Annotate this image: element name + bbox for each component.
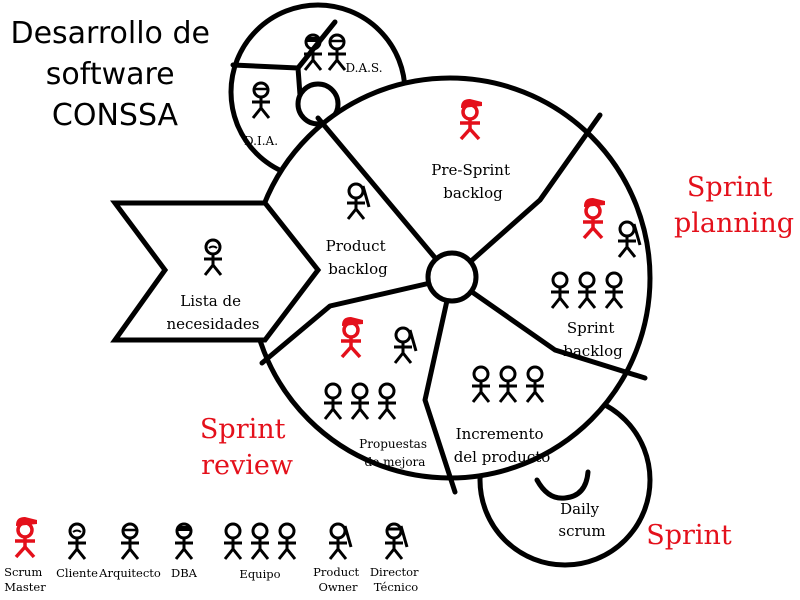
legend-cliente-icon	[68, 524, 86, 559]
roles-legend: Scrum Master Cliente Arquitecto DBA Equi…	[4, 515, 422, 594]
legend-director-tecnico-label: Director Técnico	[370, 565, 422, 594]
meeting-circle-dividers	[230, 19, 338, 98]
daily-scrum-label: Daily scrum	[558, 500, 605, 540]
divider-increment-improvements	[422, 275, 458, 495]
legend-equipo-icon	[276, 522, 298, 561]
divider-pb-presprint	[315, 115, 455, 281]
divider-improvements-pb	[259, 275, 455, 366]
legend-scrum-master-label: Scrum Master	[4, 565, 46, 594]
legend-cliente-label: Cliente	[56, 566, 98, 580]
legend-arquitecto-icon	[121, 524, 139, 559]
needs-list-label: Lista de necesidades	[166, 292, 259, 333]
legend-product-owner-label: Product Owner	[313, 565, 363, 594]
legend-equipo-icon	[222, 522, 244, 561]
pre-sprint-backlog-label: Pre-Sprint backlog	[431, 161, 515, 202]
das-label: D.A.S.	[345, 61, 382, 75]
increment-label: Incremento del producto	[454, 425, 551, 466]
daily-scrum-loop	[534, 469, 591, 501]
product-backlog-label: Product backlog	[326, 237, 391, 278]
legend-scrum-master-icon	[13, 515, 39, 559]
diagram-title: Desarrollo de software CONSSA	[10, 16, 219, 133]
legend-dba-label: DBA	[171, 566, 198, 580]
divider-sprintbacklog-increment	[449, 275, 648, 381]
sprint-label: Sprint	[646, 520, 732, 551]
improvements-label: Propuestas de mejora	[359, 437, 431, 469]
sprint-review-label: Sprint review	[200, 414, 294, 481]
legend-product-owner-icon	[329, 524, 351, 559]
dia-label: D.I.A.	[244, 134, 278, 148]
meeting-hub	[295, 81, 341, 127]
legend-arquitecto-label: Arquitecto	[98, 566, 161, 580]
divider-presprint-sprintbacklog	[449, 112, 603, 281]
legend-dba-icon	[175, 524, 193, 559]
cycle-hub	[425, 250, 479, 304]
legend-equipo-label: Equipo	[239, 567, 280, 581]
legend-equipo-icon	[249, 522, 271, 561]
legend-director-tecnico-icon	[385, 524, 407, 559]
sprint-backlog-label: Sprint backlog	[563, 319, 623, 360]
sprint-planning-label: Sprint planning	[674, 172, 794, 239]
